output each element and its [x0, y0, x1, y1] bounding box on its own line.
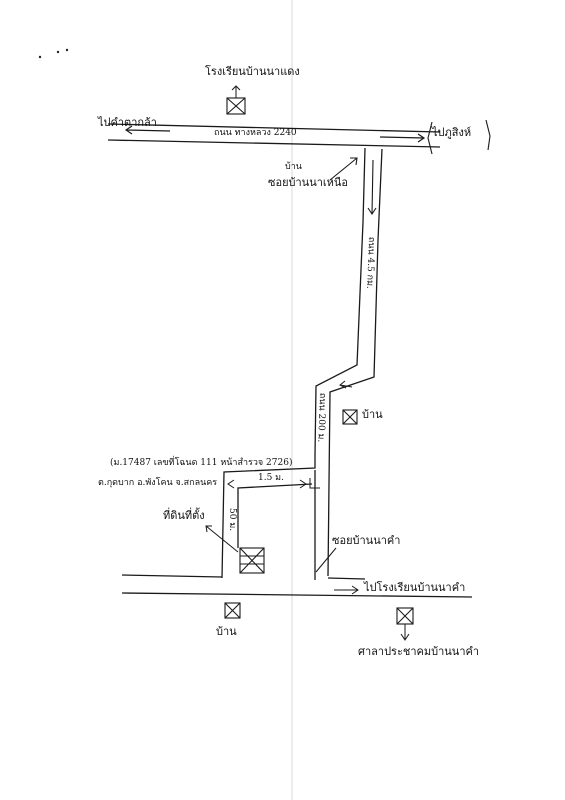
- road-left-label: ไปคำตากล้า: [98, 116, 157, 129]
- arrow-icon: [227, 479, 235, 489]
- arrow-icon: [334, 585, 359, 595]
- land-plot-marker: [239, 547, 265, 574]
- crossed-square-icon: [224, 602, 241, 619]
- arrow-icon: [329, 157, 358, 181]
- ink-dot: [65, 48, 69, 52]
- main-highway: [107, 123, 441, 148]
- address-line-1: (ม.17487 เลขที่โฉนด 111 หน้าสำรวจ 2726): [110, 458, 293, 468]
- arrow-icon: [367, 159, 377, 215]
- side-road-4-5km: [314, 147, 383, 577]
- arrow-icon: [231, 85, 241, 98]
- arrow-icon: [400, 624, 410, 641]
- arrow-icon: [339, 380, 353, 389]
- soi-label: ซอยบ้านนาคำ: [332, 534, 401, 547]
- bottom-landmark-label: ศาลาประชาคมบ้านนาคำ: [358, 645, 480, 658]
- land-label: ที่ดินที่ตั้ง: [163, 509, 205, 522]
- arrow-icon: [205, 525, 239, 553]
- distance-main-label: ถนน 4.5 กม.: [364, 236, 376, 290]
- bottom-road: [121, 574, 473, 598]
- school-label: โรงเรียนบ้านนาแดง: [205, 65, 300, 78]
- crossed-square-icon: [226, 97, 246, 115]
- distance-15-label: 1.5 ม.: [258, 473, 284, 483]
- arrow-icon: [124, 125, 426, 143]
- pointer-line: [315, 547, 337, 573]
- bottom-right-road-label: ไปโรงเรียนบ้านนาคำ: [364, 581, 466, 594]
- distance-road2-label: ถนน 200 ม.: [315, 392, 327, 443]
- village-label: บ้าน: [285, 162, 302, 172]
- soi-village-label: ซอยบ้านนาเหนือ: [268, 176, 349, 189]
- highway-name-label: ถนน ทางหลวง 2240: [214, 128, 297, 138]
- ink-dot: [38, 55, 42, 59]
- corner-mark: [309, 478, 320, 489]
- road-right-label: ไปภูสิงห์: [432, 126, 472, 139]
- distance-50-label: 50 ม.: [227, 508, 237, 532]
- arrow-icon: [299, 479, 307, 489]
- bottom-house-label: บ้าน: [216, 625, 237, 638]
- road-end-bracket: [485, 119, 491, 151]
- ink-dot: [56, 50, 60, 54]
- road-end-bracket: [427, 121, 433, 155]
- address-line-2: ต.กุดบาก อ.พังโคน จ.สกลนคร: [98, 478, 218, 488]
- house-right-label: บ้าน: [362, 408, 383, 421]
- crossed-square-icon: [342, 409, 358, 425]
- crossed-square-icon: [396, 607, 414, 625]
